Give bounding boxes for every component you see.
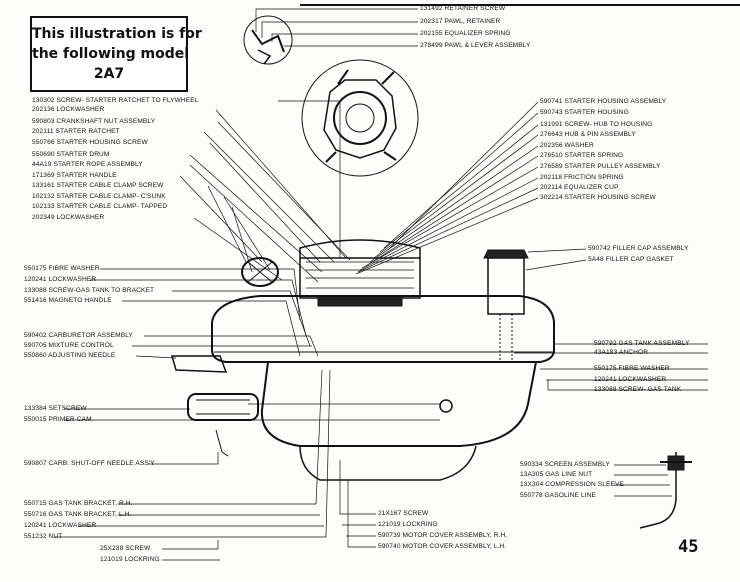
label-276510: 276510 STARTER SPRING <box>540 152 624 159</box>
label-133161: 133161 STARTER CABLE CLAMP SCREW <box>32 182 164 189</box>
label-550690: 550690 STARTER DRUM <box>32 151 110 158</box>
model-box-model: 2A7 <box>93 66 125 82</box>
starter-housing-detail-circle <box>301 59 419 177</box>
label-590739: 590739 MOTOR COVER ASSEMBLY, R.H. <box>378 532 508 539</box>
label-590807: 590807 CARB. SHUT-OFF NEEDLE ASS'Y <box>24 460 155 467</box>
label-590705: 590705 MIXTURE CONTROL <box>24 342 114 349</box>
label-202111: 202111 STARTER RATCHET <box>32 128 120 135</box>
label-590803: 590803 CRANKSHAFT NUT ASSEMBLY <box>32 118 156 125</box>
model-box: This illustration is for the following m… <box>30 16 202 92</box>
page-number: 45 <box>678 537 699 557</box>
label-5a48: 5A48 FILLER CAP GASKET <box>588 256 674 263</box>
label-550715: 550715 GAS TANK BRACKET, R.H. <box>24 500 133 507</box>
label-131991: 131991 SCREW- HUB TO HOUSING <box>540 121 653 128</box>
label-276643: 276643 HUB & PIN ASSEMBLY <box>540 131 636 138</box>
label-133384: 133384 SETSCREW <box>24 405 87 412</box>
label-120241-bracket: 120241 LOCKWASHER <box>24 522 97 529</box>
label-550860: 550860 ADJUSTING NEEDLE <box>24 352 116 359</box>
label-590334: 590334 SCREEN ASSEMBLY <box>520 461 611 468</box>
label-102133: 102133 STARTER CABLE CLAMP- TAPPED <box>32 203 168 210</box>
label-13x304: 13X304 COMPRESSION SLEEVE <box>520 481 625 488</box>
model-box-line-2: the following model <box>32 46 190 62</box>
label-551416: 551416 MAGNETO HANDLE <box>24 297 112 304</box>
label-202118: 202118 FRICTION SPRING <box>540 174 624 181</box>
label-550766: 550766 STARTER HOUSING SCREW <box>32 139 148 146</box>
label-550015: 550015 PRIMER CAM <box>24 416 92 423</box>
label-120241-left: 120241 LOCKWASHER <box>24 276 97 283</box>
label-202317: 202317 PAWL, RETAINER <box>420 18 501 25</box>
label-590742: 590742 FILLER CAP ASSEMBLY <box>588 245 689 252</box>
label-551232: 551232 NUT <box>24 533 63 540</box>
label-202114: 202114 EQUALIZER CUP <box>540 184 619 191</box>
label-302214: 302214 STARTER HOUSING SCREW <box>540 194 656 201</box>
label-590743: 590743 STARTER HOUSING <box>540 109 629 116</box>
label-550175-right: 550175 FIBRE WASHER <box>594 365 670 372</box>
label-21x167: 21X167 SCREW <box>378 510 429 517</box>
top-rule <box>300 4 740 6</box>
label-590740: 590740 MOTOR COVER ASSEMBLY, L.H. <box>378 543 507 550</box>
label-278499: 278499 PAWL & LEVER ASSEMBLY <box>420 42 531 49</box>
label-550778: 550778 GASOLINE LINE <box>520 492 597 499</box>
label-121019-mid: 121019 LOCKRING <box>378 521 438 528</box>
label-102132: 102132 STARTER CABLE CLAMP- C'SUNK <box>32 193 166 200</box>
label-171369: 171369 STARTER HANDLE <box>32 172 117 179</box>
label-590402: 590402 CARBURETOR ASSEMBLY <box>24 332 134 339</box>
label-133088-left: 133088 SCREW-GAS TANK TO BRACKET <box>24 287 155 294</box>
label-202356: 202356 WASHER <box>540 142 594 149</box>
label-202136: 202136 LOCKWASHER <box>32 106 105 113</box>
label-121019-left: 121019 LOCKRING <box>100 556 160 563</box>
label-44a19: 44A19 STARTER ROPE ASSEMBLY <box>32 161 143 168</box>
label-13a305: 13A305 GAS LINE NUT <box>520 471 593 478</box>
label-130302: 130302 SCREW- STARTER RATCHET TO FLYWHEE… <box>32 97 199 104</box>
label-202349: 202349 LOCKWASHER <box>32 214 105 221</box>
label-120241-right: 120241 LOCKWASHER <box>594 376 667 383</box>
label-133088-right: 133088 SCREW- GAS TANK <box>594 386 682 393</box>
label-590792: 590792 GAS TANK ASSEMBLY <box>594 340 690 347</box>
label-43a183: 43A183 ANCHOR <box>594 349 649 356</box>
label-202155: 202155 EQUALIZER SPRING <box>420 30 511 37</box>
label-550716: 550716 GAS TANK BRACKET, L.H. <box>24 511 132 518</box>
model-box-line-1: This illustration is for <box>32 26 202 42</box>
label-276589: 276589 STARTER PULLEY ASSEMBLY <box>540 163 661 170</box>
label-550175-left: 550175 FIBRE WASHER <box>24 265 100 272</box>
pawl-detail-circle <box>243 15 293 65</box>
label-25x238: 25X238 SCREW <box>100 545 151 552</box>
label-590741: 590741 STARTER HOUSING ASSEMBLY <box>540 98 667 105</box>
label-131492: 131492 RETAINER SCREW <box>420 5 506 12</box>
